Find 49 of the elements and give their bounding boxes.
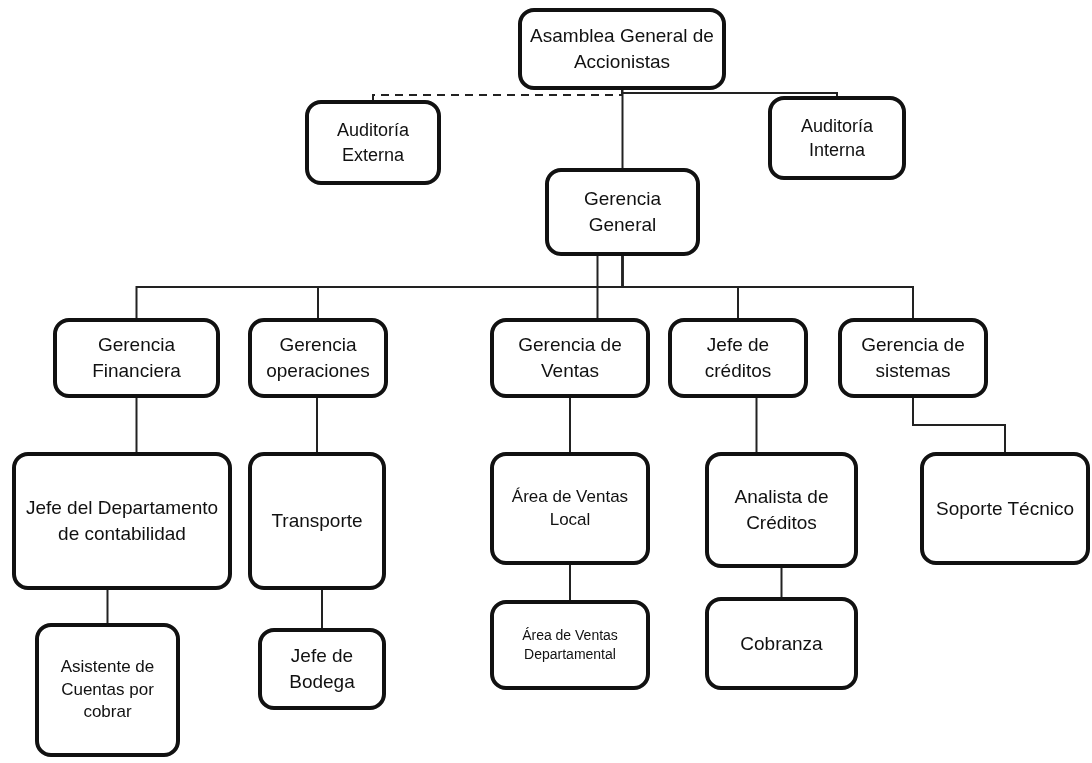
box-label: Cobranza <box>740 631 823 656</box>
box-label: Área de Ventas Local <box>510 485 630 531</box>
org-box <box>305 100 441 185</box>
org-box <box>545 168 700 256</box>
org-box <box>705 597 858 690</box>
connector-line <box>912 397 1006 453</box>
box-label: Analista de Créditos <box>733 485 830 535</box>
box-label: Área de Ventas Departamental <box>521 626 619 664</box>
org-box <box>490 452 650 565</box>
connector-line <box>621 89 838 97</box>
box-label: Soporte Técnico <box>936 496 1074 521</box>
box-label: Jefe de Bodega <box>288 644 356 694</box>
connector-line <box>106 589 109 624</box>
box-label: Gerencia General <box>582 187 663 237</box>
org-box <box>248 318 388 398</box>
box-label: Auditoría Interna <box>799 114 874 162</box>
org-box <box>920 452 1090 565</box>
box-label: Gerencia de Ventas <box>517 333 623 383</box>
org-box <box>518 8 726 90</box>
org-box <box>53 318 220 398</box>
connector-line <box>755 397 758 453</box>
connector-line <box>135 397 138 453</box>
box-label: Gerencia de sistemas <box>860 333 966 383</box>
connector-line <box>596 255 599 319</box>
box-label: Gerencia Financiera <box>91 333 182 383</box>
box-label: Gerencia operaciones <box>265 333 371 383</box>
org-box <box>490 318 650 398</box>
box-label: Asistente de Cuentas por cobrar <box>59 655 156 724</box>
box-label: Asamblea General de Accionistas <box>529 24 715 74</box>
connector-line <box>621 89 624 169</box>
org-box <box>490 600 650 690</box>
box-label: Jefe de créditos <box>703 333 773 383</box>
org-box <box>35 623 180 757</box>
connector-line <box>780 567 783 598</box>
box-label: Auditoría Externa <box>335 119 410 167</box>
connector-line <box>621 255 914 319</box>
box-label: Jefe del Departamento de contabilidad <box>24 496 220 546</box>
connector-line <box>569 564 571 601</box>
org-box <box>838 318 988 398</box>
connector-line <box>321 589 323 629</box>
connector-line <box>569 397 571 453</box>
org-box <box>668 318 808 398</box>
org-box <box>705 452 858 568</box>
org-box <box>768 96 906 180</box>
connector-line <box>316 397 318 453</box>
box-label: Transporte <box>271 509 363 534</box>
org-box <box>12 452 232 590</box>
org-box <box>258 628 386 710</box>
org-box <box>248 452 386 590</box>
